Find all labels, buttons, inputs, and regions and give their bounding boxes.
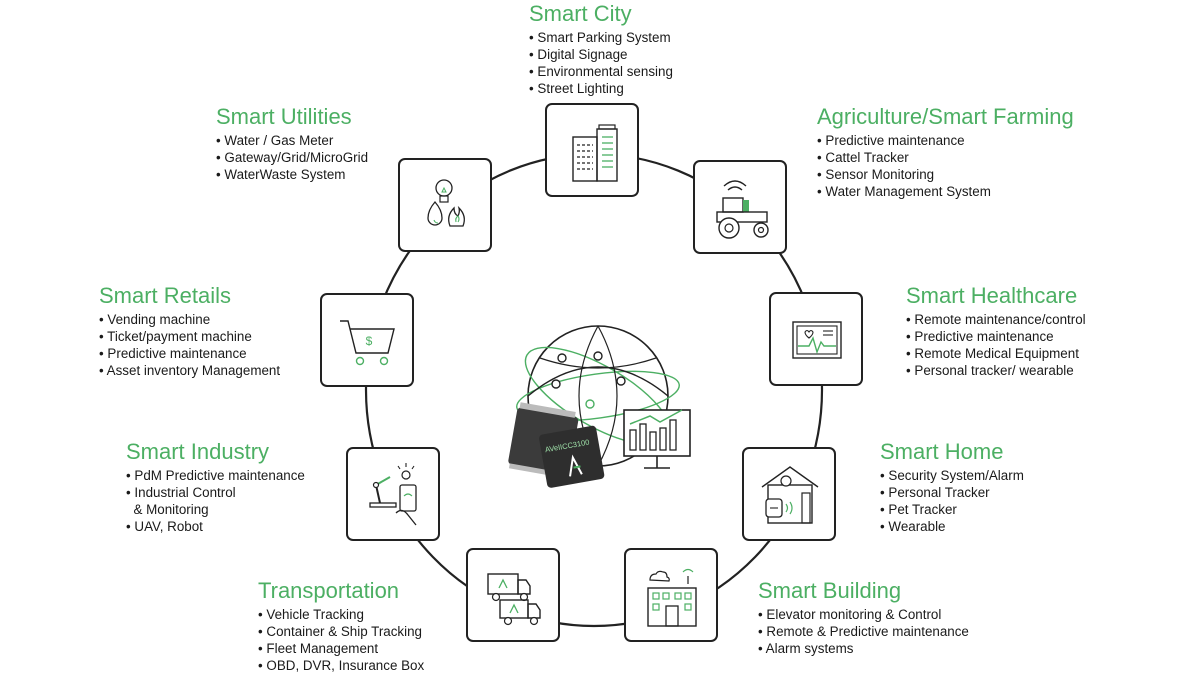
list-item: Container & Ship Tracking [258,623,424,640]
segment-title: Agriculture/Smart Farming [817,104,1074,129]
list-item: Predictive maintenance [99,345,280,362]
house-icon [761,466,819,524]
list-item: Security System/Alarm [880,467,1023,484]
list-item: Vehicle Tracking [258,606,424,623]
buildings-icon [572,124,618,182]
list-item: Pet Tracker [880,501,1024,518]
list-item: WaterWaste System [216,166,368,183]
segment-smart-healthcare: Smart Healthcare Remote maintenance/cont… [906,284,1086,379]
segment-smart-city: Smart City Smart Parking System Digital … [529,2,673,97]
segment-smart-home: Smart Home Security System/Alarm Persona… [880,440,1024,535]
list-item: Remote & Predictive maintenance [758,623,968,640]
node-transportation [466,548,560,642]
list-item: Fleet Management [258,640,424,657]
tractor-icon [716,180,769,239]
list-item: Asset inventory Management [99,362,280,379]
utilities-icon [427,179,465,227]
heart-monitor-icon [792,321,842,359]
node-smart-industry [346,447,440,541]
segment-transportation: Transportation Vehicle Tracking Containe… [258,579,424,674]
list-item: Cattel Tracker [817,149,1074,166]
list-item: Industrial Control [126,484,305,501]
segment-title: Smart City [529,1,632,26]
robot-arm-icon [369,463,417,526]
list-item: Personal tracker/ wearable [906,362,1086,379]
list-item: OBD, DVR, Insurance Box [258,657,424,674]
segment-title: Smart Utilities [216,104,352,129]
segment-title: Smart Building [758,578,902,603]
list-item: Ticket/payment machine [99,328,280,345]
node-smart-building [624,548,718,642]
list-item: Digital Signage [529,46,673,63]
list-item: PdM Predictive maintenance [126,467,304,484]
list-item: Water / Gas Meter [216,132,368,149]
list-item: Gateway/Grid/MicroGrid [216,149,368,166]
list-item: Water Management System [817,183,1074,200]
segment-smart-industry: Smart Industry PdM Predictive maintenanc… [126,440,305,535]
chip-icon: AVeIICC3100 [508,402,605,488]
node-smart-farming [693,160,787,254]
node-smart-home [742,447,836,541]
list-item: Sensor Monitoring [817,166,1074,183]
list-item: Wearable [880,518,1024,535]
segment-smart-building: Smart Building Elevator monitoring & Con… [758,579,969,657]
shopping-cart-icon: $ [340,320,395,366]
list-item: Remote maintenance/control [906,311,1085,328]
office-building-icon [647,568,697,627]
segment-smart-farming: Agriculture/Smart Farming Predictive mai… [817,105,1074,200]
segment-title: Smart Retails [99,283,232,308]
list-item: Predictive maintenance [817,132,1074,149]
list-item: Elevator monitoring & Control [758,606,969,623]
segment-title: Transportation [258,578,400,603]
list-item: Vending machine [99,311,280,328]
trucks-icon [487,573,541,626]
segment-smart-retails: Smart Retails Vending machine Ticket/pay… [99,284,280,379]
list-item: Environmental sensing [529,63,672,80]
node-smart-healthcare [769,292,863,386]
segment-title: Smart Industry [126,439,270,464]
list-item: & Monitoring [133,502,209,517]
list-item: Street Lighting [529,80,673,97]
list-item: Alarm systems [758,640,969,657]
monitor-chart-icon [623,409,691,469]
node-smart-city [545,103,639,197]
list-item: Personal Tracker [880,484,1024,501]
list-item: Predictive maintenance [906,328,1086,345]
segment-title: Smart Home [880,439,1004,464]
node-smart-retails: $ [320,293,414,387]
segment-smart-utilities: Smart Utilities Water / Gas Meter Gatewa… [216,105,368,183]
list-item: UAV, Robot [126,518,305,535]
node-smart-utilities [398,158,492,252]
central-illustration: AVeIICC3100 [500,318,710,498]
svg-text:$: $ [366,334,373,348]
list-item: Smart Parking System [529,29,673,46]
segment-title: Smart Healthcare [906,283,1078,308]
list-item: Remote Medical Equipment [906,345,1086,362]
